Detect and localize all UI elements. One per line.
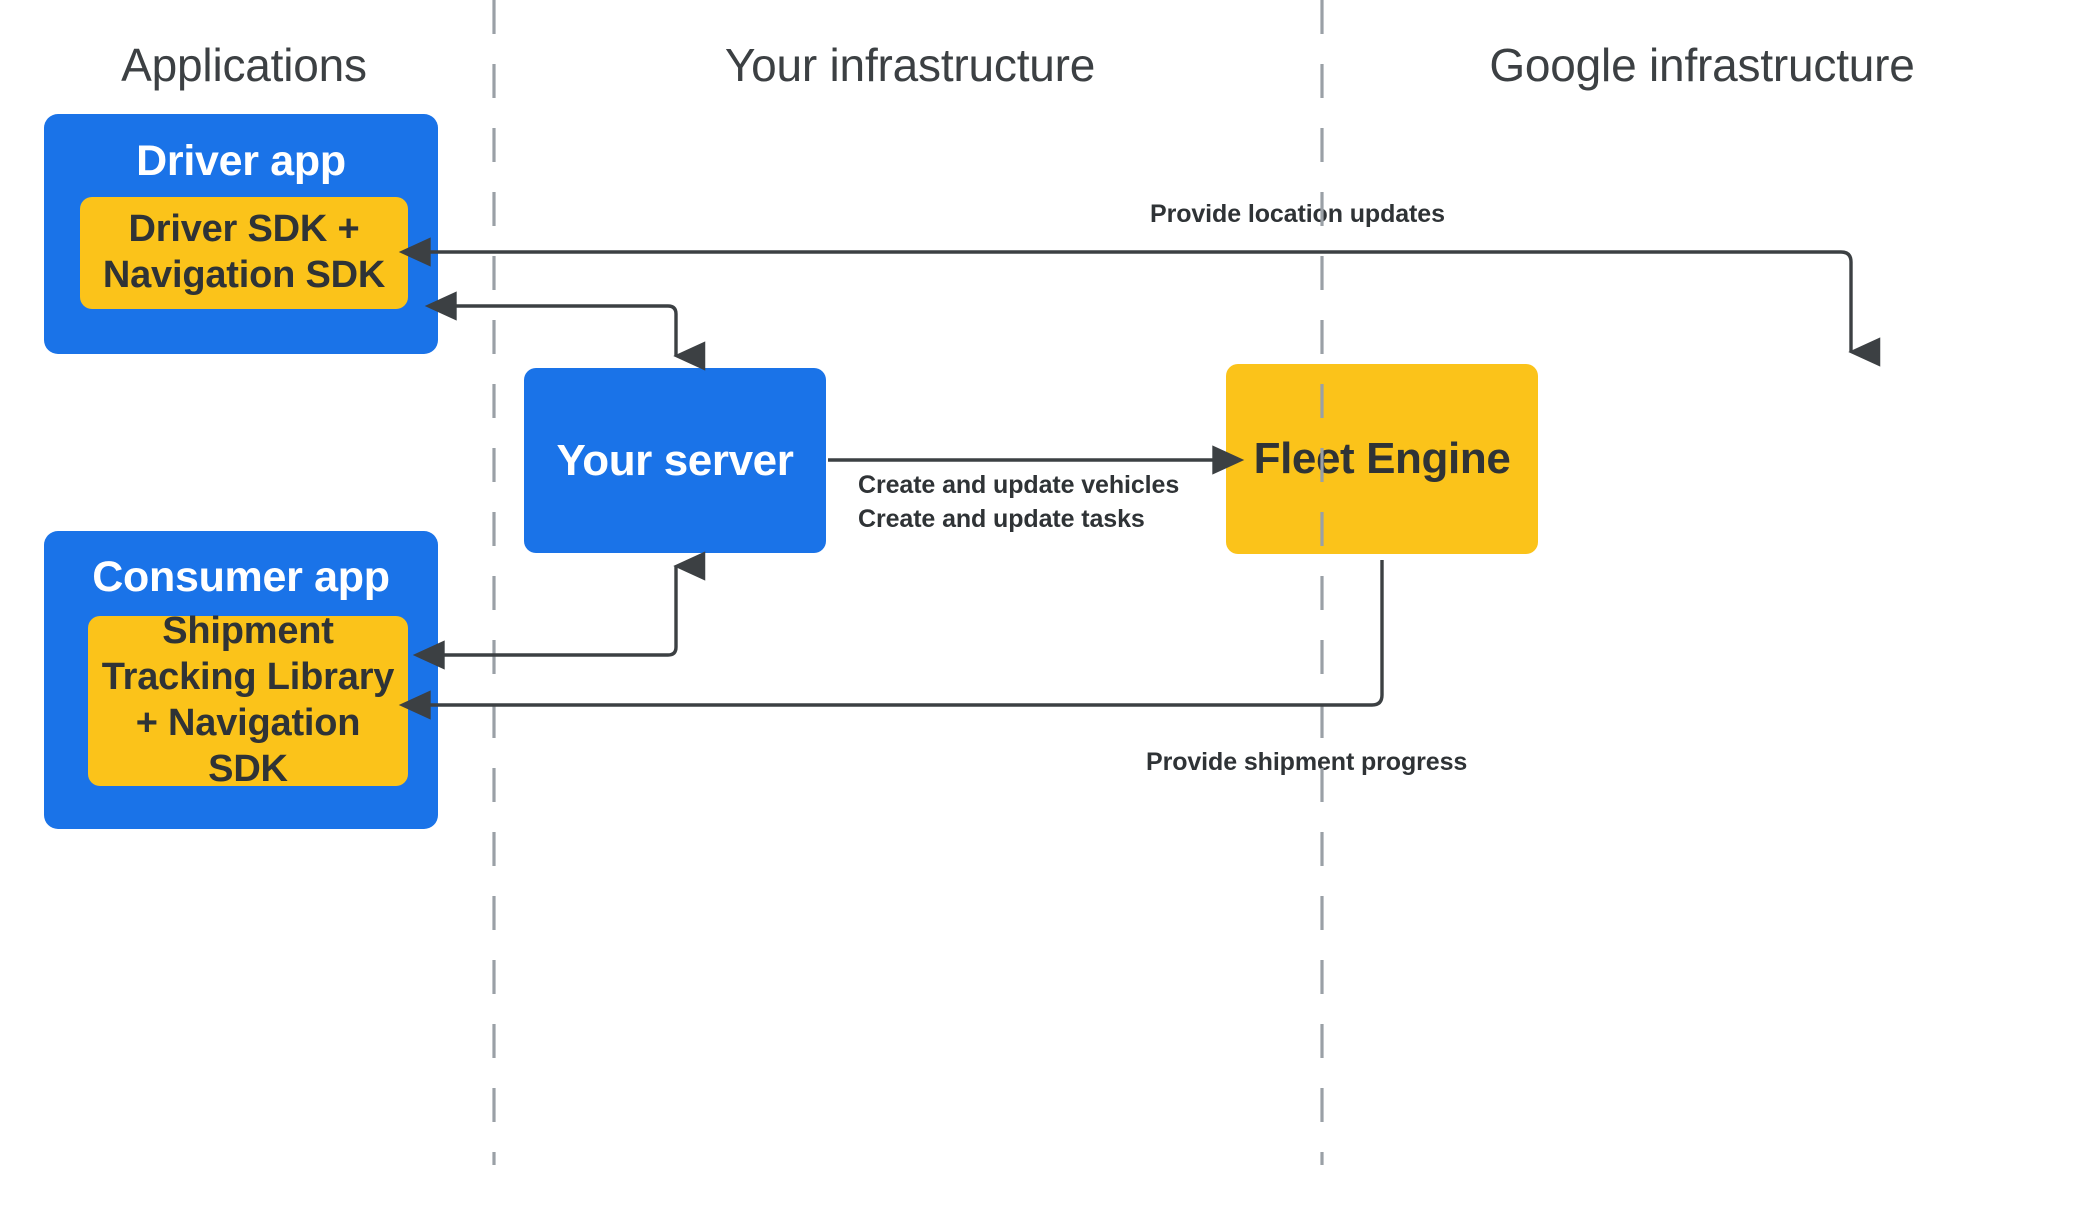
edge-label-create-and-update-vehicles: Create and update vehicles [858, 471, 1180, 499]
consumer-sdk-line-1: Shipment [162, 610, 334, 653]
connector-server-to-driver-app [424, 291, 706, 371]
connector-consumer-to-server [412, 551, 706, 670]
node-fleet-engine[interactable]: Fleet Engine [1226, 364, 1538, 554]
edge-label-create-and-update-tasks: Create and update tasks [858, 505, 1145, 533]
node-driver-app[interactable]: Driver app Driver SDK + Navigation SDK [44, 114, 438, 354]
edge-label-provide-location-updates: Provide location updates [1150, 200, 1445, 228]
column-heading-google-infrastructure: Google infrastructure [1489, 39, 1915, 91]
node-consumer-app[interactable]: Consumer app Shipment Tracking Library +… [44, 531, 438, 829]
node-your-server[interactable]: Your server [524, 368, 826, 553]
node-driver-sdk[interactable]: Driver SDK + Navigation SDK [80, 197, 408, 309]
edge-label-provide-shipment-progress: Provide shipment progress [1146, 748, 1468, 776]
column-heading-your-infrastructure: Your infrastructure [724, 39, 1096, 91]
driver-sdk-label: Driver SDK + Navigation SDK [97, 207, 391, 299]
fleet-engine-title: Fleet Engine [1253, 434, 1511, 483]
consumer-app-title: Consumer app [92, 553, 390, 601]
driver-sdk-line-2: Navigation SDK [102, 254, 386, 296]
consumer-sdk-line-3: + Navigation SDK [135, 702, 361, 790]
connector-location-updates [398, 237, 1881, 367]
connector-shipment-progress [398, 560, 1384, 720]
consumer-sdk-label: Shipment Tracking Library + Navigation S… [88, 609, 408, 793]
column-heading-applications: Applications [121, 39, 367, 91]
consumer-sdk-line-2: Tracking Library [101, 656, 395, 699]
driver-app-title: Driver app [136, 137, 346, 185]
node-shipment-tracking-library[interactable]: Shipment Tracking Library + Navigation S… [88, 610, 408, 790]
your-server-title: Your server [556, 435, 794, 485]
driver-sdk-line-1: Driver SDK + [128, 208, 360, 251]
